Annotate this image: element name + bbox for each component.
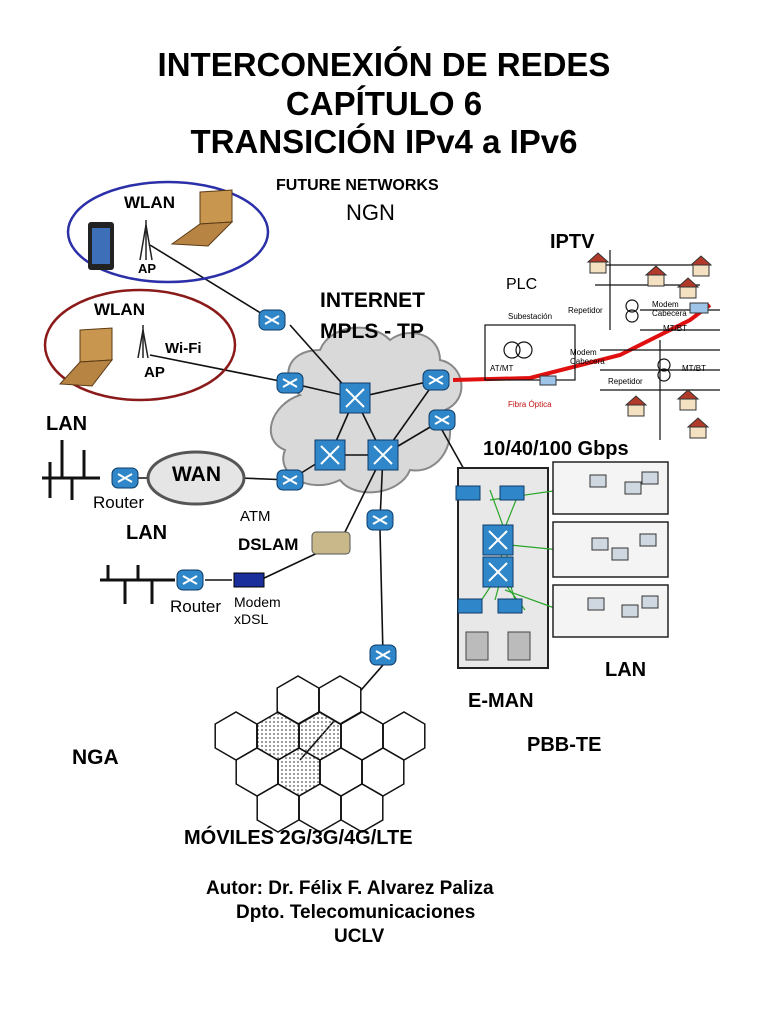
fiber-optic-line (452, 303, 712, 382)
label-pbbte: PBB-TE (527, 734, 602, 756)
label-atmt: AT/MT (490, 364, 514, 373)
dslam-icon (311, 531, 351, 555)
label-nga: NGA (72, 746, 119, 769)
title-line-1: INTERCONEXIÓN DE REDES (157, 46, 611, 83)
label-ngn: NGN (346, 200, 395, 225)
label-mtbt-1: MT/BT (663, 324, 687, 333)
wlan-bottom-ring (43, 288, 237, 402)
label-wan: WAN (172, 463, 221, 486)
label-wlan-bottom: WLAN (94, 300, 145, 319)
label-lan-right: LAN (605, 659, 647, 681)
label-modem-cabecera-1: Modem Cabecera (652, 300, 687, 318)
label-modem-xdsl-2: xDSL (234, 611, 269, 627)
modem-cabecera-icon (539, 302, 709, 386)
label-modem-cabecera-2: Modem Cabecera (570, 348, 605, 366)
plc-network (484, 250, 720, 440)
switch-icon (367, 439, 399, 471)
label-repetidor-1: Repetidor (568, 306, 603, 315)
label-future-networks: FUTURE NETWORKS (276, 177, 439, 194)
router-icon (366, 509, 394, 531)
label-mpls-tp: MPLS - TP (320, 320, 424, 343)
router-icon (111, 467, 139, 489)
router-icon (422, 369, 450, 391)
label-ap-top: AP (138, 261, 157, 276)
label-ap-bottom: AP (144, 364, 165, 381)
label-modem-xdsl-1: Modem (234, 594, 281, 610)
label-wlan-top: WLAN (124, 193, 175, 212)
eman-switch-icon (455, 485, 481, 501)
department: Dpto. Telecomunicaciones (236, 902, 476, 923)
wlan-top-ring (66, 180, 270, 284)
label-atm: ATM (240, 508, 271, 525)
title-line-2: CAPÍTULO 6 (285, 85, 483, 122)
label-fibra-optica: Fibra Óptica (508, 400, 552, 409)
tablet-icon (88, 222, 114, 270)
laptop-icon (58, 189, 234, 387)
label-wifi: Wi-Fi (165, 340, 202, 357)
switch-icon (482, 524, 514, 556)
lan-bus (42, 440, 175, 604)
label-subestacion: Subestación (508, 312, 553, 321)
modem-xdsl-icon (233, 572, 265, 588)
label-gbps: 10/40/100 Gbps (483, 438, 629, 460)
router-icon (428, 409, 456, 431)
eman-switch-icon (499, 485, 525, 501)
eman-switch-icon (457, 598, 483, 614)
eman-switch-icon (497, 598, 523, 614)
label-router-2: Router (170, 597, 222, 616)
houses (586, 252, 713, 439)
router-icon (258, 309, 286, 331)
author: Autor: Dr. Félix F. Alvarez Paliza (206, 878, 494, 899)
antenna-icon (137, 220, 153, 359)
router-group (111, 309, 525, 666)
label-eman: E-MAN (468, 690, 534, 712)
label-lan-left: LAN (46, 413, 88, 435)
switch-icon (314, 439, 346, 471)
label-lan-mid: LAN (126, 522, 168, 544)
wan-ring (146, 450, 246, 506)
title-line-3: TRANSICIÓN IPv4 a IPv6 (190, 123, 578, 160)
eman-rack (457, 467, 561, 669)
label-mtbt-2: MT/BT (682, 364, 706, 373)
lan-panels (552, 461, 669, 638)
label-internet: INTERNET (320, 289, 425, 312)
label-iptv: IPTV (550, 231, 595, 253)
router-icon (276, 372, 304, 394)
lan-computers (587, 471, 659, 618)
router-icon (276, 469, 304, 491)
label-plc: PLC (506, 276, 538, 293)
label-router-1: Router (93, 493, 145, 512)
router-icon (369, 644, 397, 666)
cellular-hex-grid (214, 675, 426, 833)
switch-icon (482, 556, 514, 588)
router-icon (176, 569, 204, 591)
hex-cell (340, 783, 384, 833)
label-moviles: MÓVILES 2G/3G/4G/LTE (184, 827, 413, 849)
university: UCLV (334, 926, 385, 947)
label-dslam: DSLAM (238, 535, 299, 554)
label-repetidor-2: Repetidor (608, 377, 643, 386)
switch-icon (339, 382, 371, 414)
